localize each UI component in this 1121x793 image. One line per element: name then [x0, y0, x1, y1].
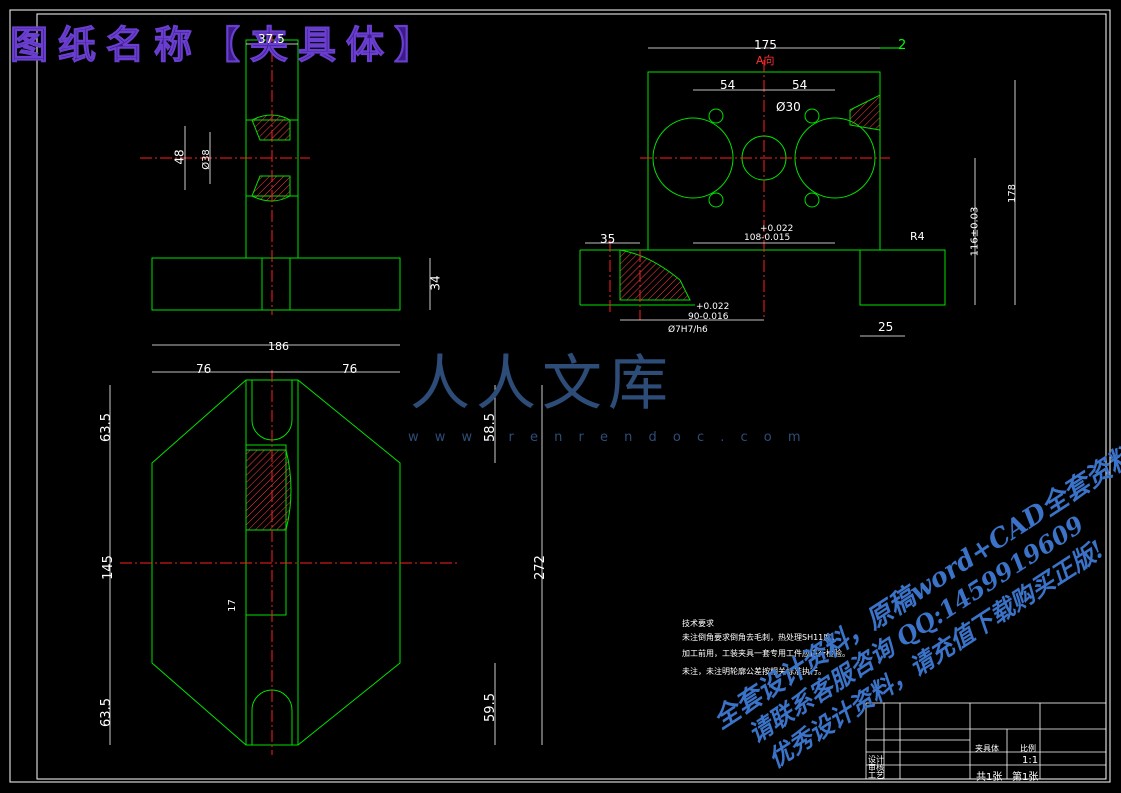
dim-right-76: 76	[342, 362, 358, 376]
outer-frame	[9, 9, 1111, 783]
plan-hatch	[245, 449, 292, 531]
inner-frame	[36, 13, 1107, 780]
dim-front-175: 175	[754, 38, 777, 52]
dim-hole-30: Ø30	[776, 100, 801, 114]
dim-tol-a: +0.022	[760, 224, 794, 234]
front-dims	[585, 47, 1016, 337]
front-hatch-top	[849, 94, 881, 131]
front-centerlines	[609, 60, 890, 320]
drawing-title: 图纸名称【夹具体】	[9, 22, 443, 68]
side-view	[151, 39, 401, 311]
dim-right-25: 25	[878, 320, 894, 334]
dim-left-76: 76	[196, 362, 212, 376]
plan-dims	[109, 371, 543, 745]
tb-sheets: 共1张	[976, 772, 1003, 783]
dim-bore-dia: Ø38	[200, 149, 212, 170]
dim-span-54a: 54	[720, 78, 736, 92]
dim-lower-63: 63.5	[98, 698, 114, 727]
tb-design: 设计	[868, 755, 884, 764]
note-2: 加工前用，工装夹具一套专用工件应进行检验。	[682, 649, 850, 658]
dim-h-116: 116±0.03	[969, 206, 981, 257]
note-header: 技术要求	[682, 619, 714, 628]
front-hatch-bot	[619, 249, 691, 301]
dim-upper-63: 63.5	[98, 413, 114, 442]
side-centerlines	[140, 30, 310, 315]
watermark-logo: 人人文库	[410, 349, 674, 419]
dim-radius-r4: R4	[910, 230, 925, 243]
tb-scale-label: 比例	[1020, 744, 1036, 753]
side-dims	[152, 43, 431, 346]
dim-front-2: 2	[898, 38, 907, 53]
tb-check: 审核	[868, 763, 884, 772]
dim-hole-17: 17	[226, 599, 238, 612]
dim-lower-59: 59.5	[482, 693, 498, 722]
watermark-url: w w w . r e n r e n d o c . c o m	[408, 430, 807, 445]
dim-span-108: 108-0.015	[744, 233, 791, 243]
tb-scale: 1:1	[1022, 755, 1039, 766]
side-hatch-top	[251, 114, 291, 141]
dim-span-90: 90-0.016	[688, 312, 729, 322]
note-1: 未注倒角要求倒角去毛刺，热处理SH11度。	[682, 633, 840, 642]
dim-base-height: 34	[428, 275, 443, 291]
dim-left-35: 35	[600, 232, 616, 246]
plan-centerlines	[120, 370, 460, 755]
dim-base-length: 186	[268, 340, 289, 353]
title-block-frame	[865, 702, 1107, 780]
note-3: 未注，未注明轮廓公差按相关标准执行。	[682, 667, 826, 676]
dim-top-width: 37.5	[258, 32, 285, 46]
dim-total-272: 272	[532, 555, 548, 580]
dim-fit-7h7: Ø7H7/h6	[668, 325, 708, 335]
tb-sheet-no: 第1张	[1012, 772, 1039, 783]
tb-process: 工艺	[868, 771, 884, 780]
view-label: A向	[756, 54, 775, 67]
dim-h-178: 178	[1007, 183, 1019, 204]
dim-mid-145: 145	[100, 555, 116, 580]
dim-bore-height: 48	[172, 149, 187, 165]
dim-tol-b: +0.022	[696, 302, 730, 312]
tb-part-name: 夹具体	[975, 744, 999, 753]
side-hatch-bot	[251, 175, 291, 202]
dim-span-54b: 54	[792, 78, 808, 92]
